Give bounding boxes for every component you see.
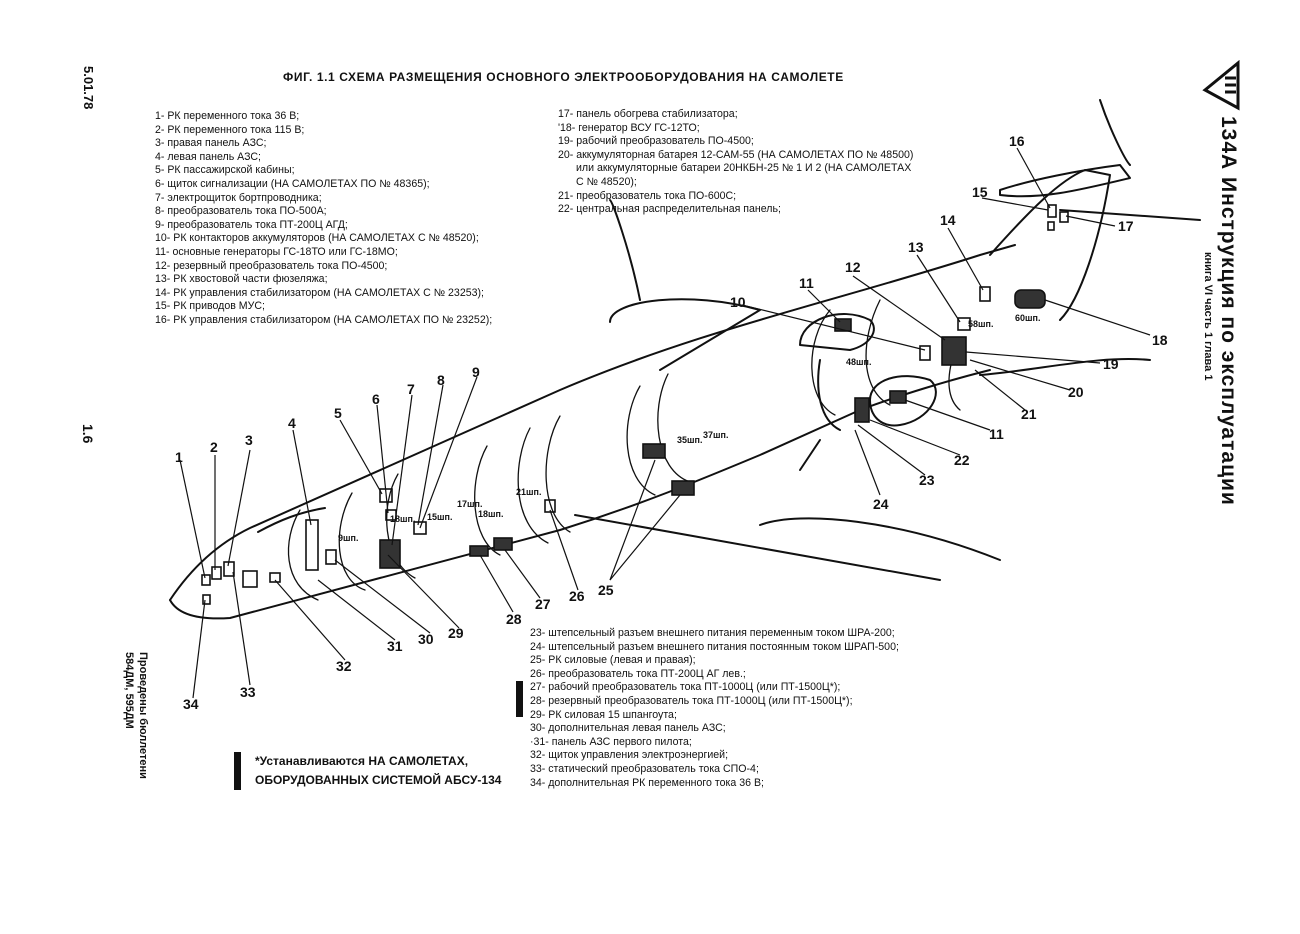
legend-item: 14- РК управления стабилизатором (НА САМ…: [155, 286, 484, 299]
frame-label: 37шп.: [703, 430, 728, 440]
legend-item: 28- резервный преобразователь тока ПТ-10…: [530, 694, 853, 707]
change-bar: [516, 681, 523, 717]
legend-item: 6- щиток сигнализации (НА САМОЛЕТАХ ПО №…: [155, 177, 430, 190]
callout-number: 19: [1103, 356, 1119, 372]
legend-item: 26- преобразователь тока ПТ-200Ц АГ лев.…: [530, 667, 746, 680]
legend-item: 27- рабочий преобразователь тока ПТ-1000…: [530, 681, 841, 694]
callout-number: 29: [448, 625, 464, 641]
callout-number: 7: [407, 381, 415, 397]
legend-item: 11- основные генераторы ГС-18ТО или ГС-1…: [155, 245, 398, 258]
callout-number: 11: [989, 426, 1004, 442]
legend-item: 23- штепсельный разъем внешнего питания …: [530, 627, 895, 639]
legend-item: 32- щиток управления электроэнергией;: [530, 749, 729, 762]
legend-item: 7- электрощиток бортпроводника;: [155, 191, 322, 204]
callout-number: 23: [919, 472, 935, 488]
legend-item: С № 48520);: [576, 175, 637, 188]
legend-item: 9- преобразователь тока ПТ-200Ц АГД;: [155, 218, 348, 231]
footnote-line: *Устанавливаются НА САМОЛЕТАХ,: [255, 754, 469, 768]
legend-item: 17- панель обогрева стабилизатора;: [558, 108, 738, 120]
callout-number: 24: [873, 496, 889, 512]
bulletin-note: Проведены бюллетени 584ДМ, 595ДМ: [122, 652, 150, 779]
callout-number: 15: [972, 184, 988, 200]
frame-label: 35шп.: [677, 435, 702, 445]
callout-number: 10: [730, 294, 746, 310]
legend-item: '18- генератор ВСУ ГС-12ТО;: [558, 121, 700, 134]
bulletin-line: Проведены бюллетени: [137, 652, 149, 779]
page-number: 1.6: [80, 424, 96, 444]
legend-item: 3- правая панель АЗС;: [155, 137, 267, 150]
legend-item: 10- РК контакторов аккумуляторов (НА САМ…: [155, 232, 479, 245]
legend-item: 24- штепсельный разъем внешнего питания …: [530, 640, 899, 653]
callout-number: 28: [506, 611, 522, 627]
manual-title: 134А Инструкция по эксплуатации: [1217, 116, 1240, 506]
frame-label: 9шп.: [338, 533, 358, 543]
legend-item: 30- дополнительная левая панель АЗС;: [530, 722, 726, 735]
footnote: *Устанавливаются НА САМОЛЕТАХ, ОБОРУДОВА…: [234, 752, 501, 790]
legend-item: 1- РК переменного тока 36 В;: [155, 110, 300, 122]
legend-item: 34- дополнительная РК переменного тока 3…: [530, 776, 764, 789]
callout-number: 12: [845, 259, 861, 275]
callout-number: 1: [175, 449, 183, 465]
legend-item: 19- рабочий преобразователь ПО-4500;: [558, 135, 754, 148]
legend-item: 12- резервный преобразователь тока ПО-45…: [155, 259, 388, 272]
callout-number: 16: [1009, 133, 1025, 149]
legend-item: 5- РК пассажирской кабины;: [155, 164, 295, 177]
frame-label: 18шп.: [478, 509, 503, 519]
callout-number: 2: [210, 439, 218, 455]
legend-item: 33- статический преобразователь тока СПО…: [530, 762, 759, 775]
frame-label: 58шп.: [968, 319, 993, 329]
footnote-line: ОБОРУДОВАННЫХ СИСТЕМОЙ АБСУ-134: [255, 773, 502, 787]
bulletin-line: 584ДМ, 595ДМ: [123, 652, 135, 729]
callout-number: 31: [387, 638, 403, 654]
callout-number: 25: [598, 582, 614, 598]
legend-item: ·31- панель АЗС первого пилота;: [530, 735, 692, 748]
callout-number: 11: [799, 275, 814, 291]
frame-label: 18шп.: [390, 514, 415, 524]
frame-label: 48шп.: [846, 357, 871, 367]
callout-number: 21: [1021, 406, 1037, 422]
callout-number: 33: [240, 684, 256, 700]
legend-item: 29- РК силовая 15 шпангоута;: [530, 708, 677, 721]
callout-number: 4: [288, 415, 296, 431]
frame-label: 15шп.: [427, 512, 452, 522]
callout-number: 30: [418, 631, 434, 647]
callout-number: 8: [437, 372, 445, 388]
callout-number: 13: [908, 239, 924, 255]
frame-label: 21шп.: [516, 487, 541, 497]
callout-number: 27: [535, 596, 551, 612]
callout-number: 6: [372, 391, 380, 407]
legend-item: 15- РК приводов МУС;: [155, 300, 265, 313]
callout-number: 22: [954, 452, 970, 468]
legend-item: 21- преобразователь тока ПО-600С;: [558, 189, 737, 202]
legend-list-bottom: 23- штепсельный разъем внешнего питания …: [530, 627, 899, 790]
legend-item: или аккумуляторные батареи 20НКБН-25 № 1…: [576, 162, 912, 175]
legend-item: 16- РК управления стабилизатором (НА САМ…: [155, 313, 493, 326]
callout-number: 3: [245, 432, 253, 448]
callout-number: 9: [472, 364, 480, 380]
callout-number: 26: [569, 588, 585, 604]
callout-number: 14: [940, 212, 956, 228]
figure-title: ФИГ. 1.1 СХЕМА РАЗМЕЩЕНИЯ ОСНОВНОГО ЭЛЕК…: [283, 70, 844, 84]
callout-number: 18: [1152, 332, 1168, 348]
publisher-logo: [1202, 60, 1240, 111]
callout-number: 34: [183, 696, 199, 712]
callout-number: 5: [334, 405, 342, 421]
callout-number: 17: [1118, 218, 1134, 234]
legend-item: 20- аккумуляторная батарея 12-САМ-55 (НА…: [558, 148, 914, 161]
callout-number: 32: [336, 658, 352, 674]
frame-label: 17шп.: [457, 499, 482, 509]
manual-book: книга VI часть 1 глава 1: [1202, 252, 1214, 381]
legend-item: 2- РК переменного тока 115 В;: [155, 123, 305, 136]
legend-item: 4- левая панель АЗС;: [155, 150, 261, 163]
legend-list-left: 1- РК переменного тока 36 В; 2- РК перем…: [155, 110, 492, 328]
callout-number: 20: [1068, 384, 1084, 400]
legend-item: 25- РК силовые (левая и правая);: [530, 654, 696, 667]
legend-item: 13- РК хвостовой части фюзеляжа;: [155, 273, 328, 286]
frame-label: 60шп.: [1015, 313, 1040, 323]
legend-list-right: 17- панель обогрева стабилизатора; '18- …: [558, 108, 913, 217]
legend-item: 8- преобразователь тока ПО-500А;: [155, 205, 327, 218]
